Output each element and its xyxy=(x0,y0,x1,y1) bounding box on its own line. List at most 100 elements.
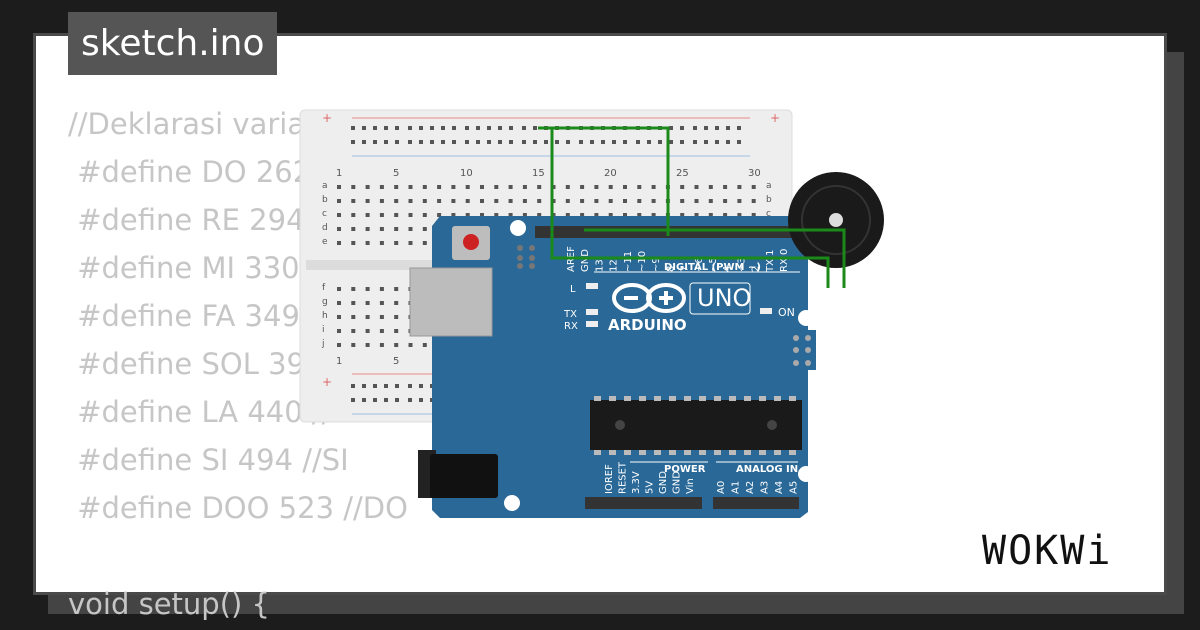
breadboard-hole[interactable] xyxy=(737,199,742,203)
breadboard-hole[interactable] xyxy=(408,398,412,402)
breadboard-hole[interactable] xyxy=(422,343,427,347)
breadboard-hole[interactable] xyxy=(337,287,341,291)
breadboard-hole[interactable] xyxy=(608,199,613,203)
breadboard-hole[interactable] xyxy=(465,140,469,144)
breadboard-hole[interactable] xyxy=(555,140,559,144)
breadboard-hole[interactable] xyxy=(637,185,642,189)
breadboard-hole[interactable] xyxy=(537,199,542,203)
breadboard-hole[interactable] xyxy=(680,185,685,189)
breadboard-hole[interactable] xyxy=(379,343,384,347)
breadboard-hole[interactable] xyxy=(565,199,570,203)
breadboard-hole[interactable] xyxy=(351,140,355,144)
breadboard-hole[interactable] xyxy=(384,126,388,130)
breadboard-hole[interactable] xyxy=(522,185,527,189)
breadboard-hole[interactable] xyxy=(422,213,427,217)
breadboard-hole[interactable] xyxy=(437,213,442,217)
breadboard-hole[interactable] xyxy=(337,241,341,245)
breadboard-hole[interactable] xyxy=(715,140,719,144)
breadboard-hole[interactable] xyxy=(379,329,384,333)
breadboard-hole[interactable] xyxy=(373,384,377,388)
breadboard-hole[interactable] xyxy=(337,199,341,203)
breadboard-hole[interactable] xyxy=(365,199,370,203)
breadboard-hole[interactable] xyxy=(476,140,480,144)
breadboard-hole[interactable] xyxy=(623,185,627,189)
breadboard-hole[interactable] xyxy=(437,185,442,189)
breadboard-hole[interactable] xyxy=(647,140,651,144)
breadboard-hole[interactable] xyxy=(351,384,355,388)
breadboard-hole[interactable] xyxy=(408,227,413,231)
breadboard-hole[interactable] xyxy=(608,185,613,189)
breadboard-hole[interactable] xyxy=(694,199,699,203)
breadboard-hole[interactable] xyxy=(362,126,366,130)
power-pin-header[interactable] xyxy=(585,497,702,509)
breadboard-hole[interactable] xyxy=(533,140,537,144)
wires[interactable] xyxy=(538,126,846,288)
breadboard-hole[interactable] xyxy=(408,384,412,388)
breadboard-hole[interactable] xyxy=(708,185,713,189)
breadboard-hole[interactable] xyxy=(419,140,423,144)
breadboard-hole[interactable] xyxy=(365,301,370,305)
breadboard-hole[interactable] xyxy=(351,343,356,347)
breadboard-hole[interactable] xyxy=(565,185,570,189)
breadboard-hole[interactable] xyxy=(365,315,370,319)
breadboard-hole[interactable] xyxy=(693,140,697,144)
breadboard-hole[interactable] xyxy=(452,126,456,130)
breadboard-hole[interactable] xyxy=(636,140,640,144)
breadboard-hole[interactable] xyxy=(680,213,685,217)
breadboard-hole[interactable] xyxy=(651,199,656,203)
breadboard-hole[interactable] xyxy=(394,213,399,217)
breadboard-hole[interactable] xyxy=(498,140,502,144)
breadboard-hole[interactable] xyxy=(637,213,642,217)
breadboard-hole[interactable] xyxy=(365,185,370,189)
breadboard-hole[interactable] xyxy=(422,227,427,231)
breadboard-hole[interactable] xyxy=(465,185,470,189)
breadboard-hole[interactable] xyxy=(408,343,413,347)
wire[interactable] xyxy=(584,228,846,288)
breadboard-hole[interactable] xyxy=(566,140,570,144)
breadboard-hole[interactable] xyxy=(365,329,370,333)
breadboard-hole[interactable] xyxy=(373,126,377,130)
breadboard-hole[interactable] xyxy=(408,126,412,130)
breadboard-hole[interactable] xyxy=(522,213,527,217)
breadboard-hole[interactable] xyxy=(337,213,341,217)
breadboard-hole[interactable] xyxy=(723,185,728,189)
analog-pin-header[interactable] xyxy=(713,497,799,509)
breadboard-hole[interactable] xyxy=(594,185,599,189)
breadboard-hole[interactable] xyxy=(737,185,742,189)
breadboard-hole[interactable] xyxy=(494,213,499,217)
breadboard-hole[interactable] xyxy=(465,126,469,130)
breadboard-hole[interactable] xyxy=(451,199,456,203)
breadboard-hole[interactable] xyxy=(379,199,384,203)
breadboard-hole[interactable] xyxy=(408,199,413,203)
breadboard-hole[interactable] xyxy=(708,213,713,217)
breadboard-hole[interactable] xyxy=(394,241,399,245)
breadboard-hole[interactable] xyxy=(351,329,356,333)
breadboard-hole[interactable] xyxy=(522,199,527,203)
breadboard-hole[interactable] xyxy=(508,185,513,189)
breadboard-hole[interactable] xyxy=(441,126,445,130)
breadboard-hole[interactable] xyxy=(522,140,526,144)
breadboard-hole[interactable] xyxy=(476,126,480,130)
breadboard-hole[interactable] xyxy=(422,199,427,203)
breadboard-hole[interactable] xyxy=(537,213,542,217)
breadboard-hole[interactable] xyxy=(704,140,708,144)
breadboard-hole[interactable] xyxy=(580,185,585,189)
breadboard-hole[interactable] xyxy=(680,126,684,130)
breadboard-hole[interactable] xyxy=(379,287,384,291)
breadboard-hole[interactable] xyxy=(508,199,513,203)
breadboard-hole[interactable] xyxy=(452,140,456,144)
breadboard-hole[interactable] xyxy=(351,301,356,305)
breadboard-hole[interactable] xyxy=(694,213,699,217)
breadboard-hole[interactable] xyxy=(337,315,341,319)
reset-button-cap[interactable] xyxy=(463,234,479,250)
breadboard-hole[interactable] xyxy=(693,126,697,130)
breadboard-hole[interactable] xyxy=(379,315,384,319)
breadboard-hole[interactable] xyxy=(465,199,470,203)
breadboard-hole[interactable] xyxy=(422,241,427,245)
breadboard-hole[interactable] xyxy=(669,140,673,144)
breadboard-hole[interactable] xyxy=(394,185,399,189)
breadboard-hole[interactable] xyxy=(441,140,445,144)
breadboard-hole[interactable] xyxy=(487,126,491,130)
breadboard-hole[interactable] xyxy=(379,227,384,231)
breadboard-hole[interactable] xyxy=(544,140,548,144)
